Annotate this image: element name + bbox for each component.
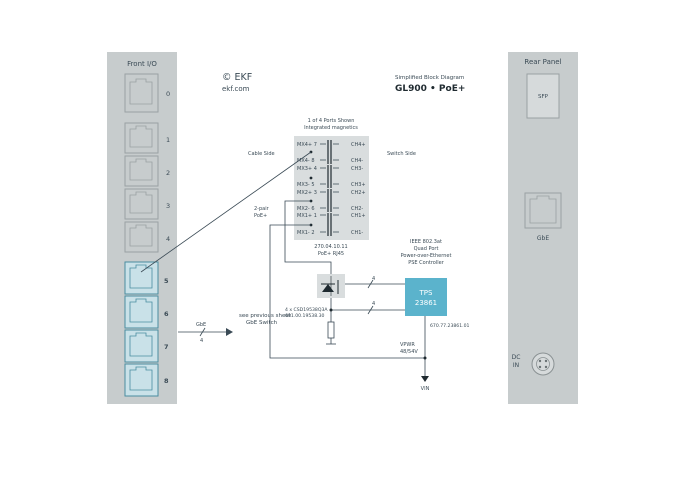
port-number-7: 7 [164, 343, 169, 351]
cable-side-label: Cable Side [248, 151, 275, 157]
rj45-port-1 [124, 122, 159, 154]
bus-count-upper: 4 [372, 276, 375, 282]
poe-port-5 [124, 261, 159, 295]
pin-ch3n: CH3- [351, 166, 363, 172]
pin-ch1n: CH1- [351, 230, 363, 236]
sfp-cage [526, 73, 560, 119]
wiring [140, 151, 426, 376]
see-previous-line1: see previous sheet [239, 313, 292, 319]
chip-label-line1: TPS [419, 289, 433, 297]
magnetics-right-pins: CH4+ CH4- CH3- CH3+ CH2+ CH2- CH1+ CH1- [351, 142, 366, 236]
controller-desc-line2: Quad Port [414, 246, 439, 252]
pin-mx2p: MX2+ 3 [297, 190, 317, 196]
controller-desc-line1: IEEE 802.3at [410, 239, 442, 245]
mosfet-part-line2: 691.00.19538.30 [285, 313, 325, 319]
pin-ch2n: CH2- [351, 206, 363, 212]
cable-port5-to-magnetics [140, 151, 312, 273]
chip-label-line2: 23861 [415, 299, 437, 307]
dc-in-connector [531, 352, 555, 376]
port-number-8: 8 [164, 377, 169, 385]
pin-mx1n: MX1- 2 [297, 230, 315, 236]
switch-side-label: Switch Side [387, 151, 416, 157]
pin-ch3p: CH3+ [351, 182, 366, 188]
rj45-port-0 [124, 73, 159, 113]
mosfet-switch [317, 274, 345, 298]
magnetics-connector: PoE+ RJ45 [318, 251, 344, 257]
vpwr-voltage: 48/54V [400, 349, 418, 355]
pin-ch4p: CH4+ [351, 142, 366, 148]
rear-gbe-label: GbE [537, 235, 549, 242]
company-logo: © EKF [222, 72, 252, 83]
pin-ch4n: CH4- [351, 158, 363, 164]
front-panel-title: Front I/O [127, 60, 157, 68]
junction-dot-2 [423, 356, 427, 360]
gbe-bus-count: 4 [200, 338, 203, 344]
vpwr-label: VPWR [400, 342, 415, 348]
pin-mx3n: MX3- 5 [297, 182, 315, 188]
diagram-title: GL900 • PoE+ [395, 84, 465, 94]
port-number-6: 6 [164, 310, 169, 318]
vin-arrow [421, 376, 429, 382]
port-number-5: 5 [164, 277, 169, 285]
magnetics-part-number: 270.04.10.11 [314, 244, 347, 250]
controller-desc-line4: PSE Controller [408, 260, 444, 266]
pair-label-line2: PoE+ [254, 213, 267, 219]
rear-rj45-port [524, 192, 562, 229]
diagram-subtitle: Simplified Block Diagram [395, 75, 464, 81]
dc-label-top: DC [512, 354, 521, 361]
rj45-port-4 [124, 221, 159, 253]
pin-mx3p: MX3+ 4 [297, 166, 317, 172]
pin-ch1p: CH1+ [351, 213, 366, 219]
rear-panel-title: Rear Panel [524, 58, 561, 66]
mosfet-part-line1: 4 x CSD19538Q3A [285, 307, 328, 313]
rj45-port-2 [124, 155, 159, 187]
vin-label: VIN [421, 386, 430, 392]
poe-port-7 [124, 329, 159, 363]
port-number-4: 4 [166, 235, 170, 243]
pair-label-line1: 2-pair [254, 206, 270, 212]
transformer-cores [327, 140, 332, 236]
controller-desc-line3: Power-over-Ethernet [401, 253, 452, 259]
pin-ch2p: CH2+ [351, 190, 366, 196]
port-number-1: 1 [166, 136, 170, 144]
poe-port-8 [124, 363, 159, 397]
see-previous-line2: GbE Switch [246, 320, 278, 326]
port-number-2: 2 [166, 169, 170, 177]
pin-mx4n: MX4- 8 [297, 158, 315, 164]
pin-mx4p: MX4+ 7 [297, 142, 317, 148]
magnetics-caption-line2: Integrated magnetics [304, 125, 358, 131]
magnetics-caption-line1: 1 of 4 Ports Shown [308, 118, 355, 124]
transformer-windings [320, 143, 339, 233]
dc-label-bottom: IN [513, 362, 519, 369]
company-url: ekf.com [222, 85, 250, 93]
gbe-bus-label: GbE [196, 322, 206, 328]
controller-chip [405, 278, 447, 316]
port-number-0: 0 [166, 90, 170, 98]
pin-mx1p: MX1+ 1 [297, 213, 317, 219]
magnetics-left-pins: MX4+ 7 MX4- 8 MX3+ 4 MX3- 5 MX2+ 3 MX2- … [297, 142, 317, 236]
bus-count-lower: 4 [372, 301, 375, 307]
port-number-3: 3 [166, 202, 170, 210]
pin-mx2n: MX2- 6 [297, 206, 315, 212]
rj45-port-3 [124, 188, 159, 220]
poe-port-6 [124, 295, 159, 329]
front-panel: Front I/O 0 1 2 3 4 [107, 52, 177, 404]
junction-dot-1 [329, 308, 333, 312]
rear-panel: Rear Panel SFP GbE DC IN [508, 52, 578, 404]
controller-part-number: 670.77.23861.01 [430, 323, 470, 329]
sfp-label: SFP [538, 94, 549, 100]
